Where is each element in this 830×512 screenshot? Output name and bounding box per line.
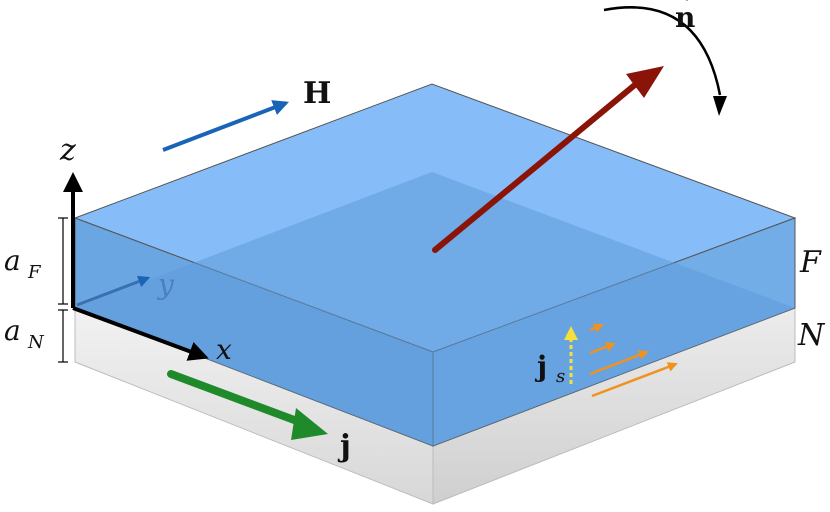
y-axis: [76, 275, 151, 307]
label-aN: a: [4, 314, 21, 347]
label-j: j: [337, 429, 351, 464]
x-axis: [72, 306, 209, 361]
precession-arc: [603, 6, 727, 116]
label-H: H: [303, 76, 331, 111]
label-aF-sub: F: [27, 262, 42, 283]
label-y: y: [156, 268, 175, 301]
spin-current-arrow: [564, 326, 578, 384]
label-aN-sub: N: [27, 332, 45, 353]
magnetization-arrow: [432, 66, 664, 253]
label-js: j: [534, 350, 547, 383]
label-x: x: [216, 333, 232, 366]
coordinate-axes: [63, 172, 209, 361]
label-n-dot: n: [675, 1, 695, 34]
spin-accumulation-arrows: [589, 323, 678, 398]
field-arrow: [162, 100, 289, 152]
label-n-dot-mark: ˙: [681, 0, 693, 22]
label-F: F: [799, 245, 822, 280]
label-z: z: [59, 133, 76, 168]
thickness-brackets: [58, 217, 68, 363]
label-aF: a: [4, 244, 21, 277]
label-js-sub: s: [556, 366, 565, 387]
label-N: N: [797, 318, 826, 353]
ferromagnet-layer: [73, 83, 797, 447]
charge-current-arrow: [167, 370, 328, 440]
